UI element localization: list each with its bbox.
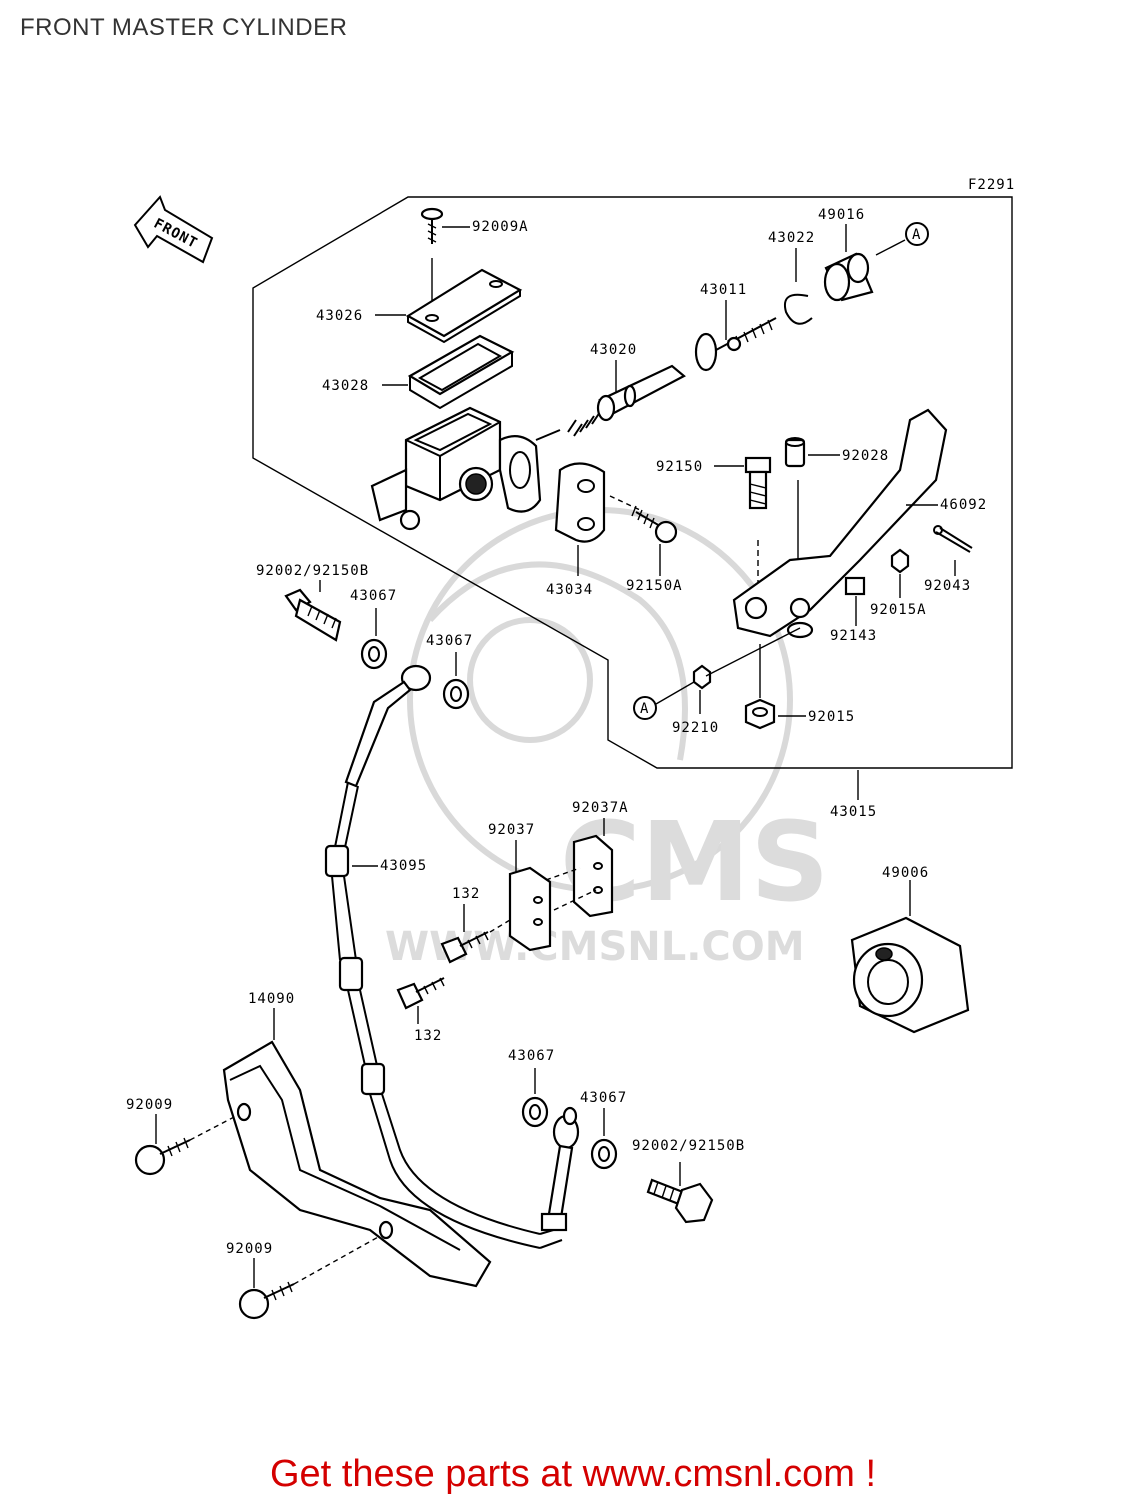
- adjuster-92028-icon: [784, 437, 806, 468]
- push-rod-icon: [694, 317, 777, 372]
- part-callout-43067_a: 43067: [350, 588, 397, 604]
- part-callout-43067_b: 43067: [426, 633, 473, 649]
- brake-hose-icon: [324, 664, 563, 1249]
- reference-marker-a-bottom: A: [633, 696, 657, 720]
- reference-marker-a-top: A: [905, 222, 929, 246]
- part-callout-46092: 46092: [940, 497, 987, 513]
- guard-14090-icon: [222, 1040, 492, 1288]
- bolt-92150a-icon: [631, 505, 678, 544]
- part-callout-132_b: 132: [414, 1028, 442, 1044]
- part-callout-92150a: 92150A: [626, 578, 683, 594]
- part-callout-92210: 92210: [672, 720, 719, 736]
- part-callout-92043: 92043: [924, 578, 971, 594]
- hose-clamp-92037-icon: [508, 866, 552, 952]
- part-callout-92009a: 92009A: [472, 219, 529, 235]
- piston-spring-icon: [567, 364, 686, 437]
- figure-code: F2291: [968, 177, 1015, 193]
- footer-link[interactable]: Get these parts at www.cmsnl.com !: [269, 1453, 877, 1495]
- part-callout-92009_b: 92009: [226, 1241, 273, 1257]
- exploded-parts-diagram: CMS WWW.CMSNL.COM FRONT F2291 92009A 430…: [126, 177, 1015, 1320]
- part-callout-43034: 43034: [546, 582, 593, 598]
- washer-43067-a-icon: [360, 638, 388, 670]
- part-callout-92002_top: 92002/92150B: [256, 563, 369, 579]
- banjo-bolt-bottom-icon: [646, 1178, 714, 1224]
- part-callout-132_a: 132: [452, 886, 480, 902]
- part-callout-92002_bottom: 92002/92150B: [632, 1138, 745, 1154]
- part-callout-92037: 92037: [488, 822, 535, 838]
- collar-92143-icon: [844, 576, 866, 596]
- page-title: FRONT MASTER CYLINDER: [20, 14, 348, 41]
- part-callout-92037a: 92037A: [572, 800, 629, 816]
- bolt-92009-lower-icon: [238, 1281, 295, 1320]
- part-callout-92143: 92143: [830, 628, 877, 644]
- banjo-bolt-top-icon: [284, 588, 342, 642]
- part-callout-43011: 43011: [700, 282, 747, 298]
- part-callout-49016: 49016: [818, 207, 865, 223]
- bolt-92009-upper-icon: [134, 1137, 191, 1176]
- reservoir-cap-icon: [405, 268, 523, 344]
- cotter-pin-icon: [933, 525, 973, 553]
- part-callout-92150: 92150: [656, 459, 703, 475]
- washer-43067-b-icon: [442, 678, 470, 710]
- banjo-lower-icon: [540, 1106, 580, 1232]
- part-callout-49006: 49006: [882, 865, 929, 881]
- assembly-boundary: [252, 196, 1013, 769]
- part-callout-43067_d: 43067: [580, 1090, 627, 1106]
- diaphragm-icon: [407, 334, 515, 410]
- part-callout-43067_c: 43067: [508, 1048, 555, 1064]
- washer-43067-d-icon: [590, 1138, 618, 1170]
- nut-92210-icon: [692, 664, 712, 690]
- part-callout-43026: 43026: [316, 308, 363, 324]
- pivot-bolt-92150-icon: [744, 456, 772, 510]
- screw-92009a-icon: [420, 207, 444, 244]
- part-callout-92015a: 92015A: [870, 602, 927, 618]
- bolt-132-lower-icon: [396, 977, 445, 1010]
- part-callout-92028: 92028: [842, 448, 889, 464]
- washer-43067-c-icon: [521, 1096, 549, 1128]
- front-arrow-icon: FRONT: [133, 195, 214, 264]
- master-cylinder-body-icon: [370, 406, 561, 531]
- part-callout-43022: 43022: [768, 230, 815, 246]
- part-callout-43028: 43028: [322, 378, 369, 394]
- part-callout-43020: 43020: [590, 342, 637, 358]
- clamp-43034-icon: [554, 462, 606, 543]
- bolt-132-upper-icon: [440, 931, 489, 964]
- brake-lever-icon: [732, 408, 948, 639]
- nut-92015-icon: [744, 698, 776, 730]
- part-callout-14090: 14090: [248, 991, 295, 1007]
- part-callout-92009_a: 92009: [126, 1097, 173, 1113]
- nut-92015a-icon: [890, 548, 910, 574]
- dust-boot-icon: [823, 252, 874, 302]
- svg-text:A: A: [640, 701, 649, 717]
- svg-text:A: A: [912, 227, 921, 243]
- circlip-icon: [784, 293, 813, 325]
- cover-49006-icon: [850, 916, 970, 1034]
- part-callout-92015: 92015: [808, 709, 855, 725]
- part-callout-43095: 43095: [380, 858, 427, 874]
- part-callout-43015: 43015: [830, 804, 877, 820]
- hose-clamp-92037a-icon: [572, 834, 614, 918]
